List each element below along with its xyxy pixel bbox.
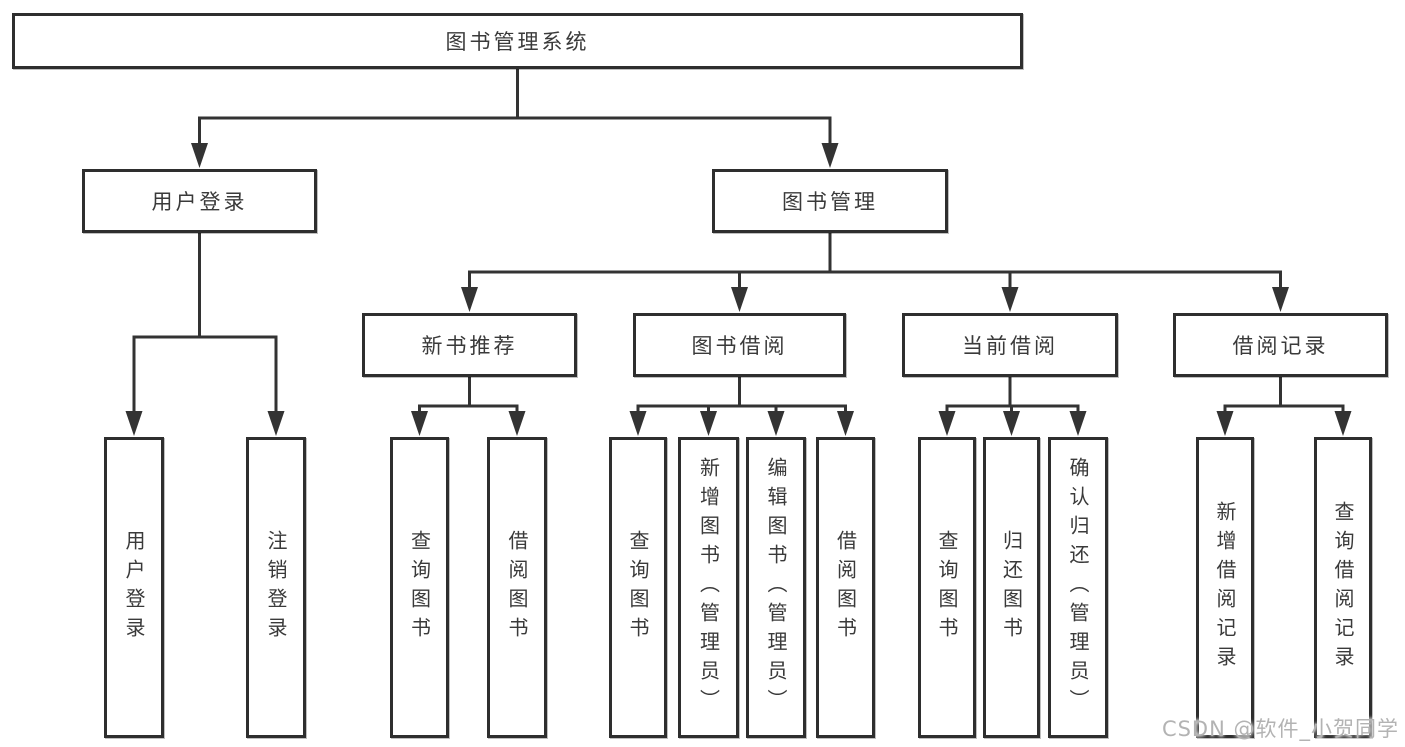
node-label-leaf-add-borrow-record: 新增借阅记录 xyxy=(1213,500,1237,675)
arrowhead-icon xyxy=(629,411,647,436)
node-label-leaf-query-borrow-record: 查询借阅记录 xyxy=(1331,500,1355,675)
node-label-new-book-recommend: 新书推荐 xyxy=(421,334,518,358)
watermark-text: CSDN @软件_小贺同学 xyxy=(1161,717,1399,741)
node-leaf-add-borrow-record: 新增借阅记录 xyxy=(1196,437,1254,738)
node-leaf-logout: 注销登录 xyxy=(246,437,306,738)
arrowhead-icon xyxy=(700,411,717,436)
arrowhead-icon xyxy=(1003,411,1020,436)
arrowhead-icon xyxy=(1334,411,1352,436)
node-current-borrow: 当前借阅 xyxy=(902,313,1118,377)
node-label-leaf-borrow-books: 借阅图书 xyxy=(833,529,858,646)
arrowhead-icon xyxy=(1272,287,1289,312)
arrowhead-icon xyxy=(837,411,854,436)
node-label-leaf-add-books-admin: 新增图书（管理员） xyxy=(696,457,721,718)
arrowhead-icon xyxy=(191,143,208,168)
node-leaf-borrow-books: 借阅图书 xyxy=(816,437,875,738)
node-label-leaf-edit-books-admin: 编辑图书（管理员） xyxy=(764,457,788,718)
node-label-leaf-confirm-return-admin: 确认归还（管理员） xyxy=(1066,457,1090,718)
node-leaf-confirm-return-admin: 确认归还（管理员） xyxy=(1048,437,1108,738)
node-leaf-edit-books-admin: 编辑图书（管理员） xyxy=(746,437,806,738)
node-label-current-borrow: 当前借阅 xyxy=(962,334,1058,358)
node-label-book-management: 图书管理 xyxy=(782,190,878,214)
node-label-leaf-logout: 注销登录 xyxy=(264,529,288,646)
arrowhead-icon xyxy=(508,411,526,436)
node-leaf-query-books-recommend: 查询图书 xyxy=(390,437,449,738)
arrowhead-icon xyxy=(821,143,839,168)
arrowhead-icon xyxy=(125,411,143,436)
node-label-root-system: 图书管理系统 xyxy=(445,30,590,54)
node-leaf-borrow-books-recommend: 借阅图书 xyxy=(487,437,547,738)
arrowhead-icon xyxy=(731,287,748,312)
node-label-leaf-borrow-books-recommend: 借阅图书 xyxy=(505,529,529,646)
node-label-leaf-user-login: 用户登录 xyxy=(122,529,146,646)
arrowhead-icon xyxy=(938,411,956,436)
arrowhead-icon xyxy=(1216,411,1234,436)
node-label-leaf-query-books-borrow: 查询图书 xyxy=(626,529,650,646)
node-leaf-query-books-borrow: 查询图书 xyxy=(609,437,667,738)
node-leaf-return-books: 归还图书 xyxy=(983,437,1040,738)
node-user-login: 用户登录 xyxy=(82,169,317,233)
arrowhead-icon xyxy=(767,411,785,436)
arrowhead-icon xyxy=(1069,411,1087,436)
node-label-user-login: 用户登录 xyxy=(151,190,248,214)
node-leaf-query-borrow-record: 查询借阅记录 xyxy=(1314,437,1372,738)
node-root-system: 图书管理系统 xyxy=(12,13,1023,69)
arrowhead-icon xyxy=(267,411,285,436)
arrowhead-icon xyxy=(411,411,428,436)
node-book-borrow: 图书借阅 xyxy=(633,313,846,377)
node-book-management: 图书管理 xyxy=(712,169,948,233)
node-leaf-query-books-current: 查询图书 xyxy=(918,437,976,738)
node-label-leaf-return-books: 归还图书 xyxy=(999,529,1024,646)
arrowhead-icon xyxy=(1001,287,1019,312)
node-new-book-recommend: 新书推荐 xyxy=(362,313,577,377)
node-leaf-user-login: 用户登录 xyxy=(104,437,164,738)
arrowhead-icon xyxy=(461,287,478,312)
node-borrow-records: 借阅记录 xyxy=(1173,313,1388,377)
node-label-leaf-query-books-current: 查询图书 xyxy=(935,529,959,646)
node-label-book-borrow: 图书借阅 xyxy=(691,334,788,358)
node-label-borrow-records: 借阅记录 xyxy=(1232,334,1329,358)
node-leaf-add-books-admin: 新增图书（管理员） xyxy=(678,437,739,738)
node-label-leaf-query-books-recommend: 查询图书 xyxy=(407,529,432,646)
